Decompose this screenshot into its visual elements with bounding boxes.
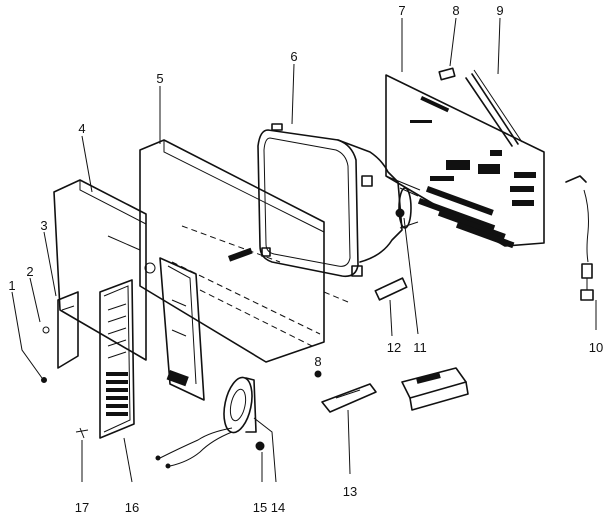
callout-4: 4 — [78, 121, 85, 136]
callout-12: 12 — [387, 340, 401, 355]
leader-lines — [11, 17, 597, 483]
part-picture-tube — [257, 123, 419, 278]
part-socket-11 — [395, 208, 405, 218]
callout-5: 5 — [156, 71, 163, 86]
callout-17: 17 — [75, 500, 89, 515]
callout-labels: 1 2 3 4 5 6 7 8 9 10 11 12 8 13 14 15 16… — [8, 3, 603, 515]
callout-14: 14 — [271, 500, 285, 515]
part-connector-12 — [374, 277, 408, 301]
part-power-cord — [565, 175, 594, 301]
part-bracket-13 — [314, 370, 377, 413]
part-control-board — [99, 279, 135, 439]
front-cabinet-control-panel — [159, 257, 205, 401]
part-screw-17 — [75, 427, 89, 439]
part-screw-15 — [255, 441, 265, 451]
callout-11: 11 — [413, 340, 427, 355]
callout-8b: 8 — [314, 354, 321, 369]
callout-9: 9 — [496, 3, 503, 18]
callout-15: 15 — [253, 500, 267, 515]
part-mask-plate — [53, 179, 156, 361]
callout-6: 6 — [290, 49, 297, 64]
callout-2: 2 — [26, 264, 33, 279]
part-back-cover — [385, 69, 545, 249]
callout-8: 8 — [452, 3, 459, 18]
part-clip-top — [438, 67, 456, 81]
part-speaker — [155, 376, 257, 469]
part-screw-2 — [42, 326, 50, 334]
part-screw-1 — [41, 377, 47, 383]
callout-10: 10 — [589, 340, 603, 355]
part-bracket — [57, 291, 79, 369]
callout-1: 1 — [8, 278, 15, 293]
callout-7: 7 — [398, 3, 405, 18]
part-front-cabinet — [139, 139, 349, 401]
antenna-rods — [465, 69, 523, 147]
callout-16: 16 — [125, 500, 139, 515]
callout-13: 13 — [343, 484, 357, 499]
part-tuner-box — [401, 367, 469, 411]
callout-3: 3 — [40, 218, 47, 233]
